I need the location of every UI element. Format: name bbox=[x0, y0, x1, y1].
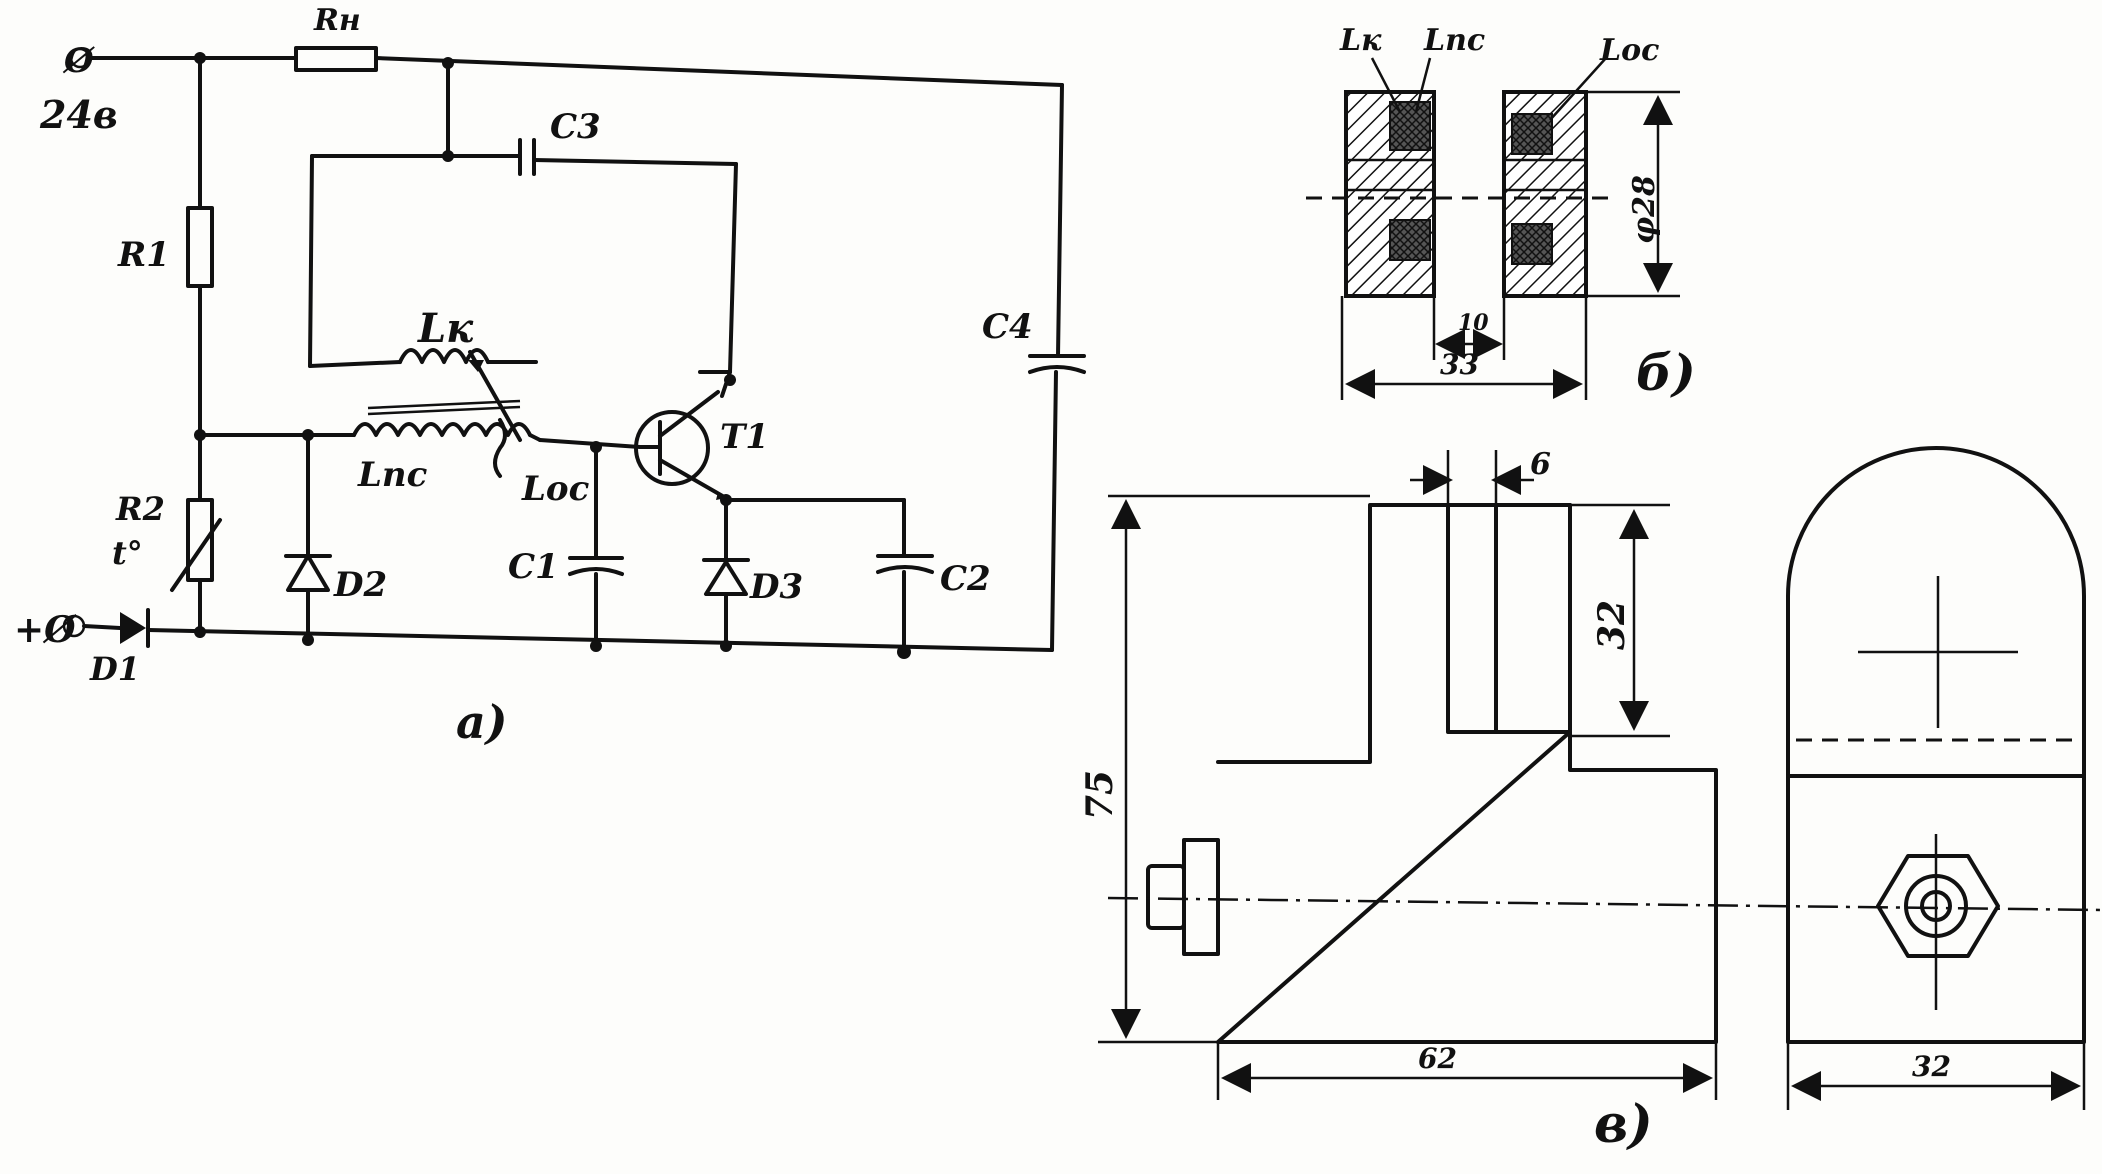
transistor-t1-icon bbox=[634, 410, 710, 486]
section-gap-dimension: 10 bbox=[1458, 310, 1489, 336]
coil-lk-label: Lк bbox=[417, 305, 474, 352]
housing-front-outline bbox=[1216, 503, 1718, 1044]
r2-label: R2 bbox=[115, 490, 165, 528]
d3-diode-icon bbox=[704, 560, 748, 596]
d3-label: D3 bbox=[749, 567, 803, 607]
c4-label: C4 bbox=[982, 307, 1033, 347]
section-lk-label: Lк bbox=[1339, 23, 1382, 58]
c1-label: C1 bbox=[508, 547, 559, 587]
coil-loc-label: Lос bbox=[521, 469, 590, 509]
load-resistor-label: Rн bbox=[313, 3, 361, 38]
side-width-dimension: 32 bbox=[1912, 1050, 1951, 1083]
c3-label: C3 bbox=[550, 107, 601, 147]
section-width-dimension: 33 bbox=[1440, 348, 1479, 381]
section-diameter-dimension: φ28 bbox=[1627, 175, 1662, 244]
housing-side-outline bbox=[1786, 446, 2086, 1044]
section-caption: б) bbox=[1636, 343, 1696, 402]
d2-diode-icon bbox=[286, 554, 330, 592]
section-loc-label: Lос bbox=[1599, 33, 1659, 68]
bolt-head-icon bbox=[1182, 838, 1220, 956]
hex-nut-icon bbox=[1876, 854, 2000, 958]
t1-label: T1 bbox=[720, 417, 769, 457]
r1-label: R1 bbox=[117, 235, 170, 275]
slot-width-dimension: 6 bbox=[1530, 447, 1551, 482]
ground-terminal-label: +Ø bbox=[14, 609, 77, 651]
schematic-caption: а) bbox=[456, 695, 508, 749]
c4-capacitor-plate-b bbox=[1028, 365, 1086, 374]
thermistor-label: t° bbox=[112, 534, 143, 572]
d1-label: D1 bbox=[89, 650, 140, 688]
coil-lpc-label: Lпс bbox=[357, 455, 428, 495]
c2-capacitor-plate-b bbox=[876, 565, 934, 574]
circuit-schematic: 24в Ø +Ø Rн R1 R2 t° D1 D2 D3 C1 C2 C3 C… bbox=[14, 3, 1086, 749]
coil-section-view: Lк Lпс Lос 10 33 φ28 б) bbox=[1306, 23, 1696, 402]
height-dimension: 75 bbox=[1079, 770, 1121, 820]
r1-resistor bbox=[186, 206, 214, 288]
supply-voltage-label: 24в bbox=[39, 92, 118, 137]
slot-depth-dimension: 32 bbox=[1591, 600, 1633, 650]
d2-label: D2 bbox=[333, 565, 387, 605]
supply-terminal-label: Ø bbox=[62, 41, 95, 81]
housing-caption: в) bbox=[1594, 1094, 1653, 1155]
d1-diode-icon bbox=[120, 612, 146, 644]
coil-loc-icon bbox=[493, 418, 507, 478]
section-lpc-label: Lпс bbox=[1423, 23, 1485, 58]
ground-terminal-icon bbox=[62, 614, 86, 638]
length-dimension: 62 bbox=[1418, 1042, 1457, 1075]
c1-capacitor-plate-b bbox=[568, 567, 624, 576]
housing-view: 75 32 6 62 32 в) bbox=[1079, 446, 2102, 1155]
c2-label: C2 bbox=[940, 559, 991, 599]
load-resistor bbox=[294, 46, 378, 72]
